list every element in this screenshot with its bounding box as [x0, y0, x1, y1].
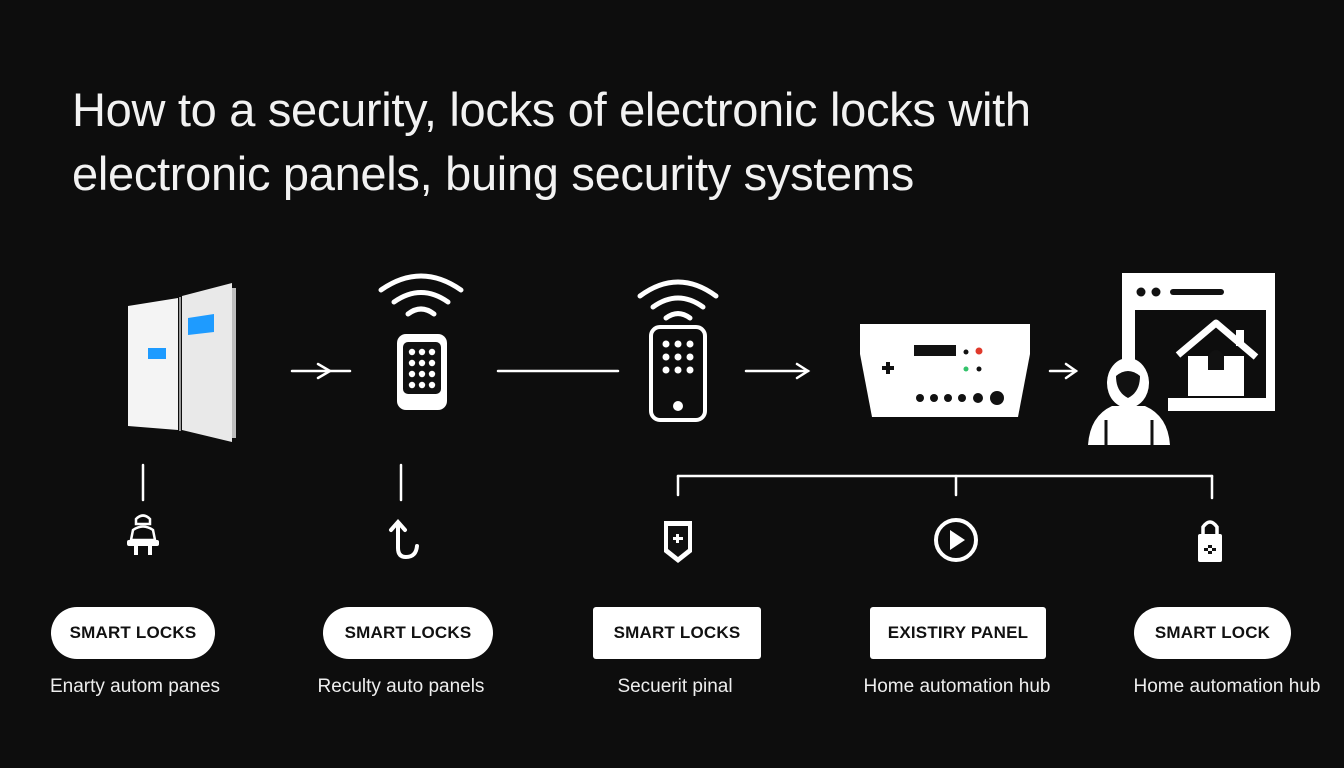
- page-title: How to a security, locks of electronic l…: [72, 78, 1272, 206]
- node-5-caption: Home automation hub: [1133, 676, 1321, 697]
- control-panel-icon: [860, 324, 1030, 417]
- smartphone-keypad-icon: [637, 279, 719, 422]
- title-line-1: How to a security, locks of electronic l…: [72, 83, 1031, 136]
- door-panel-icon: [128, 283, 236, 442]
- node-4-caption: Home automation hub: [863, 676, 1051, 697]
- hook-arrow-icon: [389, 518, 419, 560]
- flow-connectors: [141, 362, 1214, 502]
- title-line-2: electronic panels, buing security system…: [72, 147, 914, 200]
- node-3-caption: Secuerit pinal: [617, 676, 733, 697]
- node-2-caption: Reculty auto panels: [317, 676, 485, 697]
- home-hub-browser-icon: [1088, 273, 1275, 445]
- arrow-phone-to-panel: [744, 362, 811, 380]
- node-4-label-pill: EXISTIRY PANEL: [870, 607, 1046, 659]
- node-1-label-pill: SMART LOCKS: [51, 607, 215, 659]
- node-1-caption: Enarty autom panes: [49, 676, 221, 697]
- arrow-door-to-keypad: [290, 362, 352, 380]
- bell-lock-icon: [127, 514, 159, 555]
- shield-plus-icon: [664, 521, 692, 563]
- play-circle-icon: [934, 518, 978, 562]
- bracket-connector: [676, 474, 1214, 500]
- padlock-icon: [1198, 520, 1222, 562]
- arrow-panel-to-hub: [1048, 362, 1079, 380]
- wireless-keypad-icon: [378, 273, 464, 410]
- node-2-label-pill: SMART LOCKS: [323, 607, 493, 659]
- node-5-label-pill: SMART LOCK: [1134, 607, 1291, 659]
- node-3-label-pill: SMART LOCKS: [593, 607, 761, 659]
